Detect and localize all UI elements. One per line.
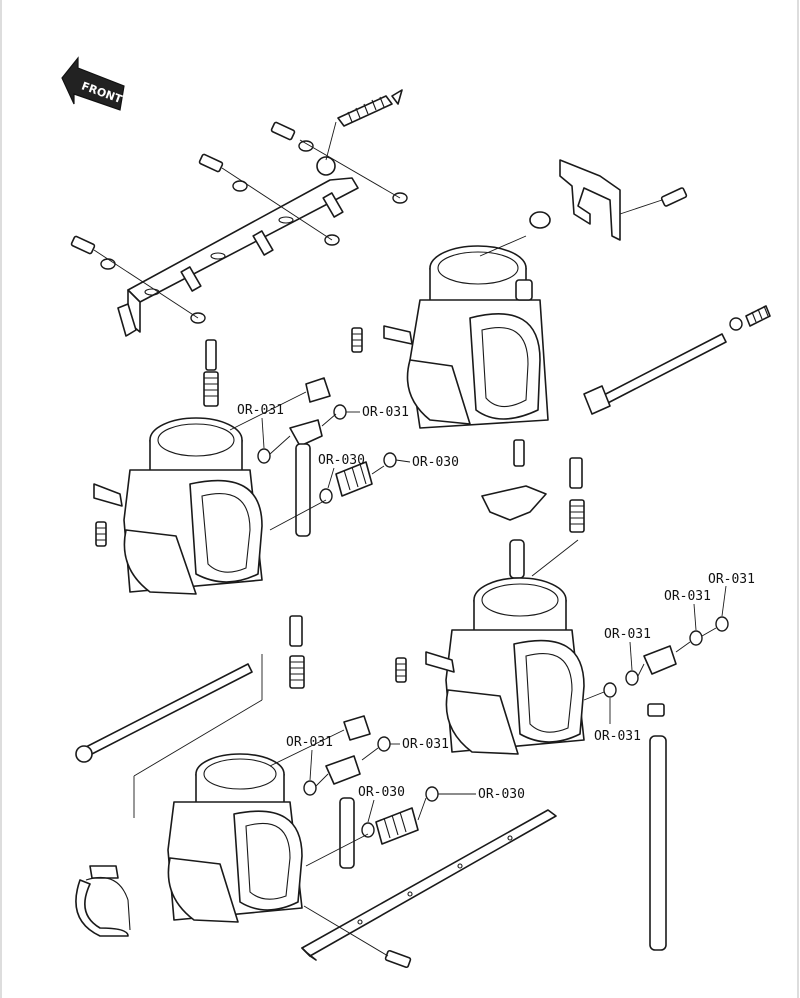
pilot-screw-upper bbox=[351, 327, 363, 353]
carburetor-upper-right bbox=[383, 211, 551, 429]
throttle-shaft-upper bbox=[583, 305, 771, 415]
part-label: OR-031 bbox=[594, 729, 641, 744]
carburetor-lower-left bbox=[167, 615, 305, 923]
hose-clamp bbox=[75, 865, 131, 937]
part-label: OR-031 bbox=[604, 627, 651, 642]
cable-bracket bbox=[559, 159, 688, 241]
bracket-bolts bbox=[70, 121, 408, 324]
part-label: OR-031 bbox=[286, 735, 333, 750]
part-labels: OR-031 OR-031 OR-030 OR-030 OR-031 OR-03… bbox=[237, 403, 755, 823]
part-label: OR-031 bbox=[664, 589, 711, 604]
fuel-joint-lower bbox=[269, 715, 439, 869]
link-plate bbox=[481, 439, 585, 579]
throttle-stop-screw bbox=[325, 89, 403, 161]
fuel-joint-upper bbox=[229, 377, 397, 537]
part-label: OR-031 bbox=[362, 405, 409, 420]
part-label: OR-030 bbox=[478, 787, 525, 802]
part-label: OR-031 bbox=[708, 572, 755, 587]
mounting-bracket bbox=[117, 156, 359, 337]
carburetor-upper-left bbox=[93, 339, 263, 595]
carburetor-lower-right bbox=[395, 577, 585, 755]
part-label: OR-030 bbox=[412, 455, 459, 470]
front-arrow-icon: FRONT bbox=[61, 56, 125, 111]
lower-stay-bar bbox=[301, 809, 557, 969]
part-label: OR-031 bbox=[237, 403, 284, 418]
part-label: OR-030 bbox=[358, 785, 405, 800]
vent-fittings bbox=[583, 616, 729, 951]
throttle-shaft-lower bbox=[75, 654, 263, 818]
part-label: OR-030 bbox=[318, 453, 365, 468]
part-label: OR-031 bbox=[402, 737, 449, 752]
